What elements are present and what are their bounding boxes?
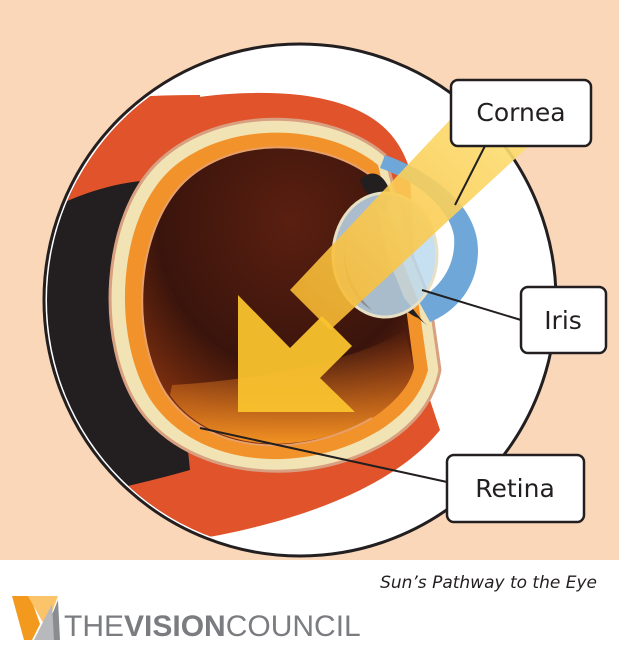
eye-diagram: Cornea Iris Retina — [0, 0, 619, 560]
brand-part-council: COUNCIL — [225, 610, 361, 643]
beam-arrowhead — [238, 295, 355, 412]
retina-line — [141, 146, 373, 447]
brand-part-the: THE — [64, 610, 124, 643]
caption: Sun’s Pathway to the Eye — [380, 573, 597, 593]
cornea-callout: Cornea — [449, 78, 593, 148]
retina-leader — [199, 427, 448, 483]
iris-leader — [421, 289, 522, 321]
vision-council-logo-icon — [12, 596, 60, 640]
retina-callout: Retina — [445, 453, 586, 524]
retina-label: Retina — [475, 474, 555, 503]
sun-beam — [290, 90, 530, 330]
iris-callout: Iris — [519, 285, 608, 355]
iris-label: Iris — [544, 306, 582, 335]
cornea-leader — [454, 139, 489, 206]
cornea-label: Cornea — [476, 98, 565, 127]
brand-name: THEVISIONCOUNCIL — [64, 612, 361, 642]
brand-part-vision: VISION — [124, 610, 226, 643]
